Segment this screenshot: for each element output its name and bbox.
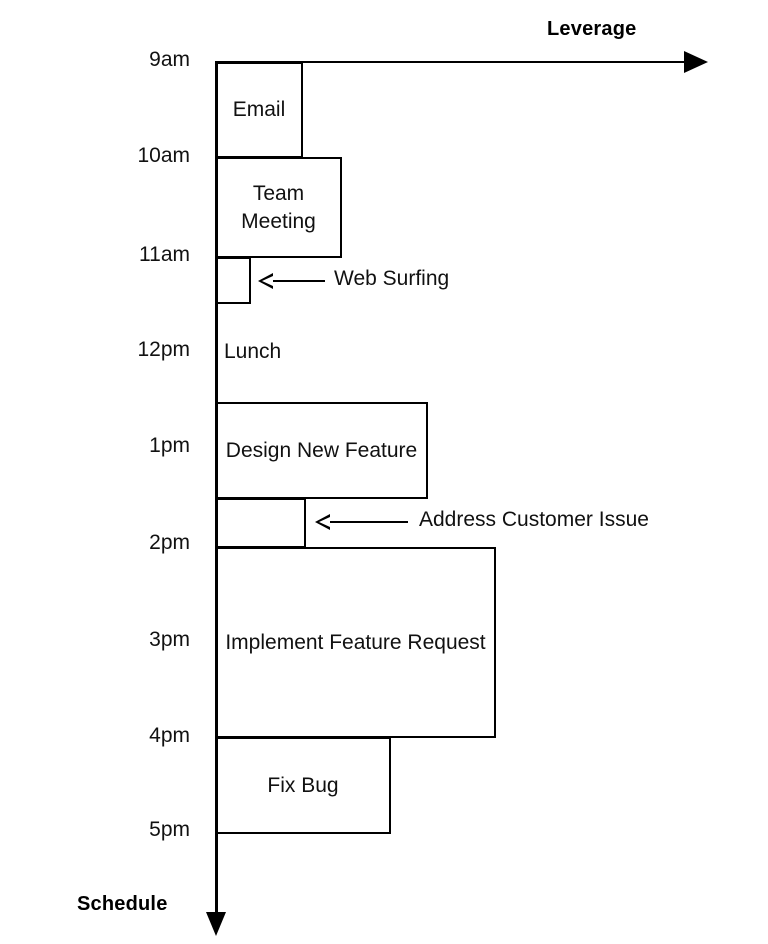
task-block-label: Team Meeting <box>241 182 316 233</box>
task-block-team-meeting[interactable]: Team Meeting <box>215 157 342 258</box>
task-block-fix-bug[interactable]: Fix Bug <box>215 737 391 834</box>
arrow-left-icon-inner <box>319 516 330 527</box>
arrow-left-icon-inner <box>262 275 273 286</box>
leverage-axis-title: Leverage <box>547 18 637 40</box>
time-label-10am: 10am <box>137 144 190 167</box>
leverage-axis-arrowhead-icon <box>684 51 708 73</box>
callout-leader-line <box>273 280 325 282</box>
task-block-label: Implement Feature Request <box>225 630 486 654</box>
task-block-implement-feature-request[interactable]: Implement Feature Request <box>215 547 496 738</box>
time-label-9am: 9am <box>149 48 190 71</box>
leverage-axis-line <box>215 61 689 63</box>
callout-label: Address Customer Issue <box>419 508 649 531</box>
time-label-5pm: 5pm <box>149 818 190 841</box>
task-block-design-new-feature[interactable]: Design New Feature <box>215 402 428 499</box>
time-label-4pm: 4pm <box>149 724 190 747</box>
time-label-2pm: 2pm <box>149 531 190 554</box>
time-label-3pm: 3pm <box>149 628 190 651</box>
task-block-unlabeled-2[interactable] <box>215 257 251 304</box>
time-label-12pm: 12pm <box>137 338 190 361</box>
time-label-11am: 11am <box>139 243 190 266</box>
schedule-item-lunch: Lunch <box>224 340 282 363</box>
time-label-1pm: 1pm <box>149 434 190 457</box>
task-block-label: Email <box>232 98 286 122</box>
task-block-label: Design New Feature <box>225 438 418 462</box>
task-block-email[interactable]: Email <box>215 62 303 158</box>
callout-label: Web Surfing <box>334 267 450 290</box>
callout-leader-line <box>330 521 408 523</box>
schedule-axis-title: Schedule <box>77 893 168 915</box>
task-block-unlabeled-4[interactable] <box>215 498 306 548</box>
schedule-axis-arrowhead-icon <box>206 912 226 936</box>
task-block-label: Fix Bug <box>267 773 339 797</box>
